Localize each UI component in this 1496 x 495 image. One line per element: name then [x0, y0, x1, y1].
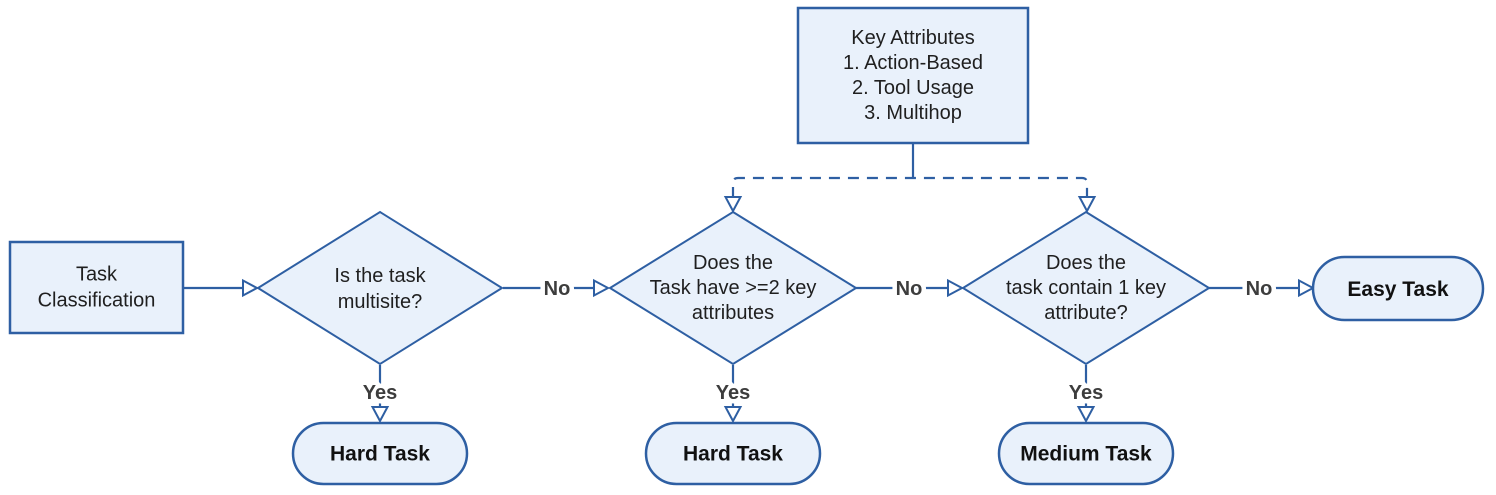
node-label-line: multisite?	[338, 291, 422, 313]
arrowhead-down-icon	[370, 406, 390, 424]
node-label-line: Does the	[1046, 252, 1126, 274]
edge-key-attributes-dashed	[723, 143, 1097, 214]
edge-one-attr-yes: Yes	[1064, 365, 1108, 424]
edge-two-attrs-yes: Yes	[711, 365, 755, 424]
terminal-label: Easy Task	[1347, 278, 1449, 301]
terminal-label: Hard Task	[330, 443, 430, 466]
decision-is-task-multisite: Is the task multisite?	[256, 210, 504, 366]
decision-two-key-attributes: Does the Task have >=2 key attributes	[608, 210, 858, 366]
arrowhead-down-icon	[1077, 196, 1097, 214]
node-label-line: Task have >=2 key	[650, 277, 817, 299]
edge-label-yes: Yes	[1069, 382, 1103, 404]
arrowhead-down-icon	[723, 406, 743, 424]
edge-label-no: No	[544, 278, 571, 300]
edge-two-attrs-no: No	[856, 274, 965, 305]
task-classification-box	[8, 240, 185, 335]
node-label-line: 1. Action-Based	[843, 52, 983, 74]
decision-diamond	[608, 210, 858, 366]
node-label-line: attribute?	[1044, 302, 1127, 324]
node-label-line: Is the task	[334, 265, 426, 287]
edge-one-attr-no: No	[1209, 274, 1316, 305]
arrowhead-down-icon	[1076, 406, 1096, 424]
node-key-attributes: Key Attributes 1. Action-Based 2. Tool U…	[796, 6, 1030, 145]
terminal-easy-task: Easy Task	[1311, 255, 1485, 322]
edge-label-no: No	[1246, 278, 1273, 300]
decision-diamond	[961, 210, 1211, 366]
node-label-line: Does the	[693, 252, 773, 274]
terminal-label: Medium Task	[1020, 443, 1152, 466]
edge-start-to-multisite	[184, 278, 260, 298]
hard-task-pill	[291, 421, 469, 486]
decision-one-key-attribute: Does the task contain 1 key attribute?	[961, 210, 1211, 366]
key-attributes-box	[796, 6, 1030, 145]
node-label-line: 3. Multihop	[864, 102, 962, 124]
easy-task-pill	[1311, 255, 1485, 322]
node-label-line: 2. Tool Usage	[852, 77, 974, 99]
node-task-classification: Task Classification	[8, 240, 185, 335]
arrowhead-right-icon	[947, 278, 965, 298]
edge-label-no: No	[896, 278, 923, 300]
node-label-line: Key Attributes	[851, 27, 974, 49]
edge-multisite-yes: Yes	[358, 365, 402, 424]
arrowhead-right-icon	[242, 278, 260, 298]
terminal-hard-task-a: Hard Task	[291, 421, 469, 486]
arrowhead-right-icon	[1298, 278, 1316, 298]
terminal-label: Hard Task	[683, 443, 783, 466]
arrowhead-down-icon	[723, 196, 743, 214]
decision-diamond	[256, 210, 504, 366]
edge-dashed-line	[731, 176, 1089, 198]
hard-task-pill	[644, 421, 822, 486]
node-label-line: Classification	[38, 290, 156, 312]
arrowhead-right-icon	[593, 278, 611, 298]
edge-multisite-no: No	[503, 274, 611, 305]
edge-label-yes: Yes	[716, 382, 750, 404]
node-label-line: attributes	[692, 302, 774, 324]
terminal-medium-task: Medium Task	[997, 421, 1175, 486]
medium-task-pill	[997, 421, 1175, 486]
node-label-line: task contain 1 key	[1006, 277, 1166, 299]
node-label-line: Task	[76, 264, 118, 286]
edge-label-yes: Yes	[363, 382, 397, 404]
terminal-hard-task-b: Hard Task	[644, 421, 822, 486]
